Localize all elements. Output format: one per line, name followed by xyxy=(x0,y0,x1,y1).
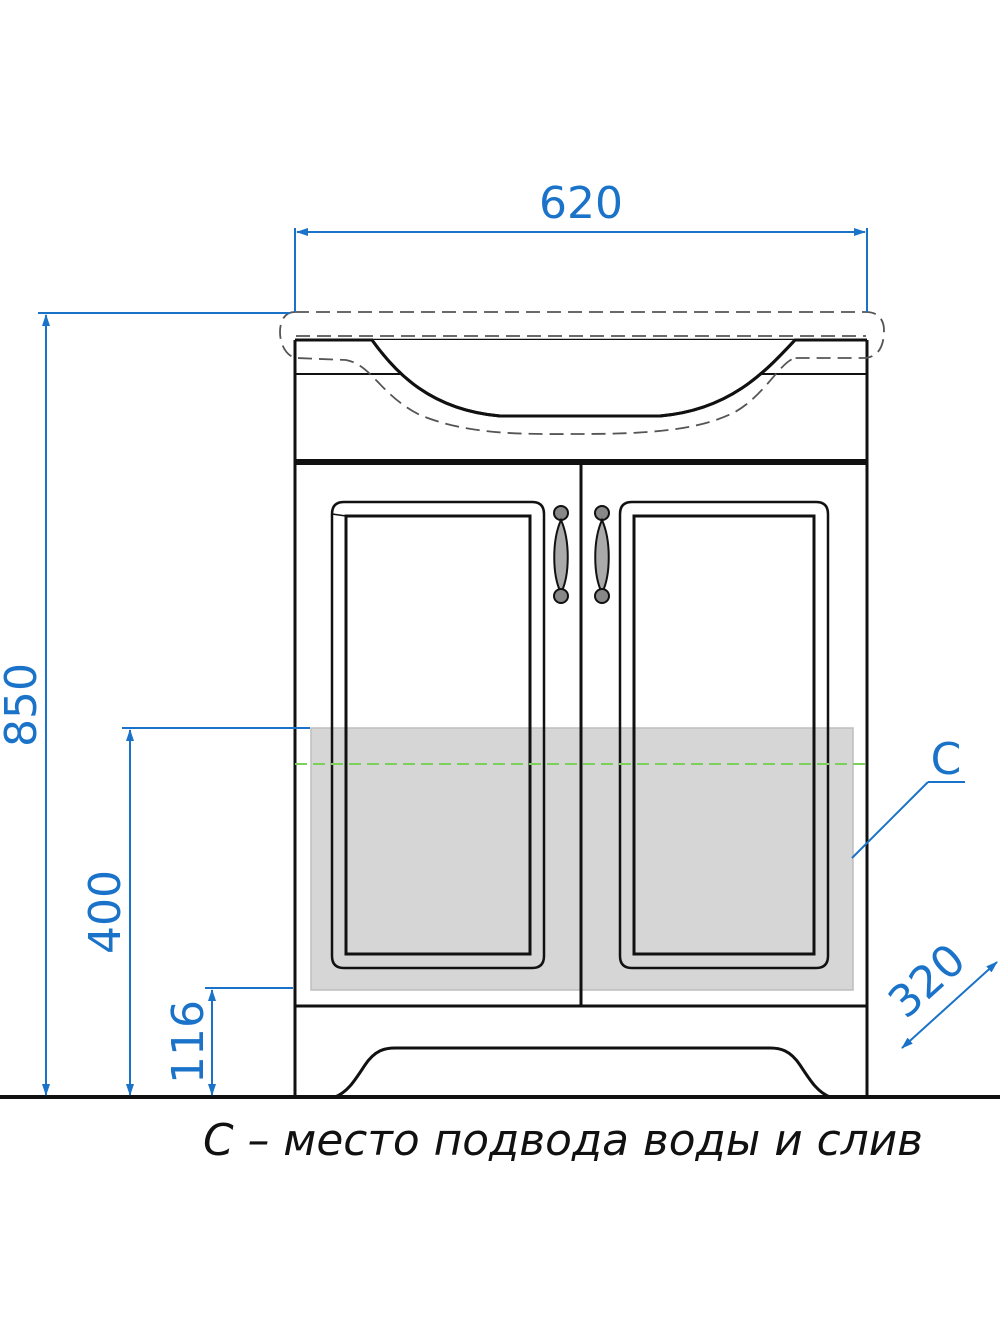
caption: С – место подвода воды и слив xyxy=(203,1115,923,1166)
right-handle-icon xyxy=(594,505,610,604)
right-door-panel xyxy=(618,500,830,970)
cabinet xyxy=(293,338,869,1099)
left-handle-icon xyxy=(553,505,569,604)
connection-height-dimension xyxy=(122,727,310,1096)
depth-dimension xyxy=(901,961,998,1049)
width-dimension xyxy=(294,228,868,312)
plinth-height-dimension xyxy=(205,987,293,1096)
c-callout-leader xyxy=(851,781,965,859)
left-door-panel xyxy=(330,500,546,970)
c-label: C xyxy=(931,734,962,785)
connection-height-label: 400 xyxy=(80,870,131,954)
basin-hidden-outline xyxy=(279,311,885,435)
basin xyxy=(295,338,867,418)
width-label: 620 xyxy=(539,178,623,229)
plinth-height-label: 116 xyxy=(163,1000,214,1084)
depth-label: 320 xyxy=(879,934,976,1028)
height-dimension xyxy=(38,312,290,1096)
height-label: 850 xyxy=(0,663,47,747)
